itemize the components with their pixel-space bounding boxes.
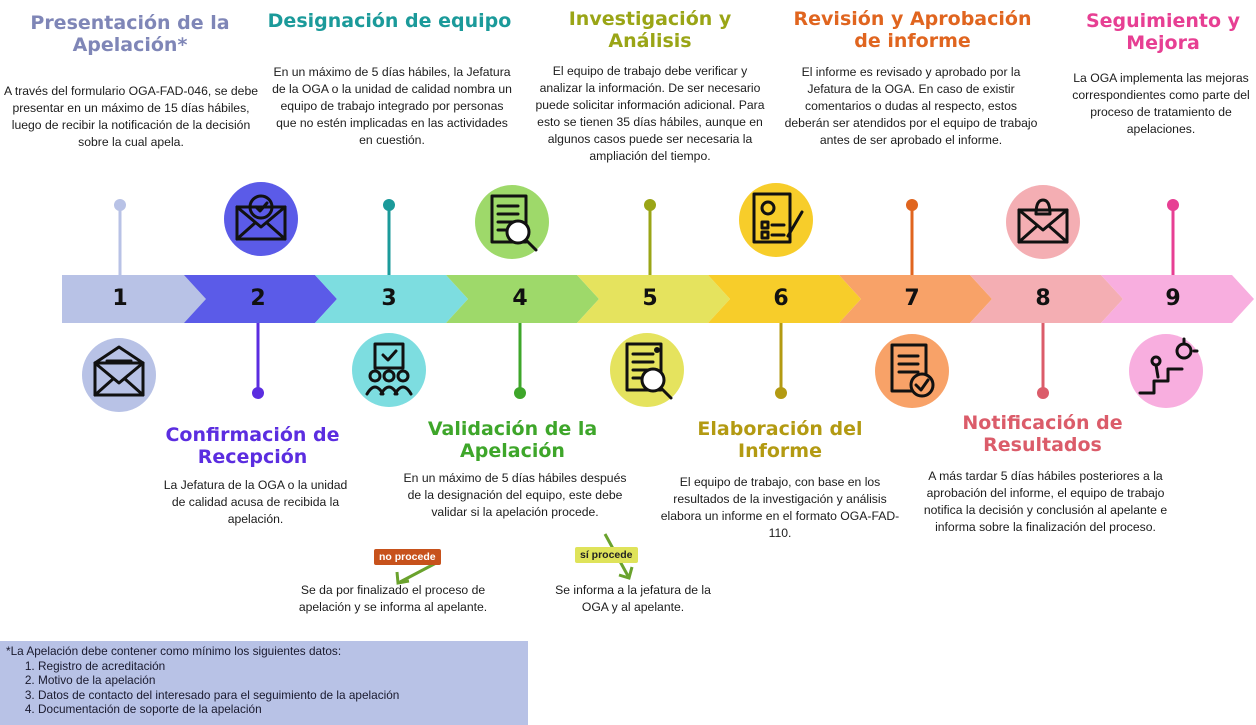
step-title-1: Presentación de la Apelación* [30, 12, 230, 56]
step-number-5: 5 [642, 286, 658, 311]
step-description-8: A más tardar 5 días hábiles posteriores … [923, 469, 1168, 534]
envelope-bell-icon [1006, 185, 1080, 259]
step-title-7: Revisión y Aprobación de informe [793, 8, 1032, 52]
step-number-7: 7 [904, 286, 920, 311]
step-title-3: Designación de equipo [267, 10, 512, 32]
step-arrow-2 [184, 275, 337, 323]
document-search-icon [475, 185, 549, 259]
step-arrow-7 [839, 275, 992, 323]
footnote-list: Registro de acreditación Motivo de la ap… [6, 659, 522, 717]
footnote-item: Registro de acreditación [38, 659, 522, 674]
no-procede-text: Se da por finalizado el proceso de apela… [298, 583, 488, 614]
step-number-1: 1 [112, 286, 128, 311]
footnote-intro: *La Apelación debe contener como mínimo … [6, 644, 342, 658]
step-title-8: Notificación de Resultados [962, 412, 1123, 456]
step-title-6: Elaboración del Informe [697, 418, 863, 462]
step-connector-1 [114, 199, 126, 275]
footnote-item: Motivo de la apelación [38, 673, 522, 688]
step-description-2: La Jefatura de la OGA o la unidad de cal… [163, 478, 348, 526]
step-arrow-5 [577, 275, 730, 323]
envelope-check-icon [224, 182, 298, 256]
step-description-6: El equipo de trabajo, con base en los re… [660, 475, 900, 540]
step-description-5: El equipo de trabajo debe verificar y an… [535, 64, 765, 163]
step-connector-7 [906, 199, 918, 275]
step-arrow-6 [708, 275, 861, 323]
report-gear-icon [739, 183, 813, 257]
step-connector-4 [514, 323, 526, 399]
step-number-3: 3 [381, 286, 397, 311]
si-procede-text: Se informa a la jefatura de la OGA y al … [555, 583, 711, 614]
step-description-1: A través del formulario OGA-FAD-046, se … [3, 84, 259, 149]
step-arrow-3 [315, 275, 468, 323]
document-approved-icon [875, 334, 949, 408]
step-arrow-4 [446, 275, 599, 323]
step-connector-3 [383, 199, 395, 275]
step-connector-9 [1167, 199, 1179, 275]
step-description-7: El informe es revisado y aprobado por la… [784, 65, 1038, 147]
si-procede-badge: sí procede [575, 547, 638, 563]
footnote-box: *La Apelación debe contener como mínimo … [0, 641, 528, 725]
step-arrow-1 [62, 275, 215, 323]
step-title-9: Seguimiento y Mejora [1085, 10, 1241, 54]
step-connector-8 [1037, 323, 1049, 399]
stairs-idea-icon [1129, 334, 1203, 408]
step-description-9: La OGA implementa las mejoras correspond… [1072, 71, 1250, 136]
footnote-item: Datos de contacto del interesado para el… [38, 688, 522, 703]
step-number-9: 9 [1165, 286, 1181, 311]
step-number-2: 2 [250, 286, 266, 311]
step-title-5: Investigación y Análisis [568, 8, 732, 52]
footnote-item: Documentación de soporte de la apelación [38, 702, 522, 717]
step-connector-2 [252, 323, 264, 399]
step-title-2: Confirmación de Recepción [165, 424, 340, 468]
step-title-4: Validación de la Apelación [427, 418, 598, 462]
envelope-open-icon [82, 338, 156, 412]
step-arrow-9 [1101, 275, 1254, 323]
step-number-6: 6 [773, 286, 789, 311]
no-procede-badge: no procede [374, 549, 441, 565]
step-number-8: 8 [1035, 286, 1051, 311]
step-arrow-8 [970, 275, 1123, 323]
info-search-icon [610, 333, 684, 407]
step-number-4: 4 [512, 286, 528, 311]
step-description-3: En un máximo de 5 días hábiles, la Jefat… [272, 65, 512, 147]
team-clipboard-icon [352, 333, 426, 407]
step-connector-6 [775, 323, 787, 399]
step-description-4: En un máximo de 5 días hábiles después d… [403, 471, 627, 519]
step-connector-5 [644, 199, 656, 275]
